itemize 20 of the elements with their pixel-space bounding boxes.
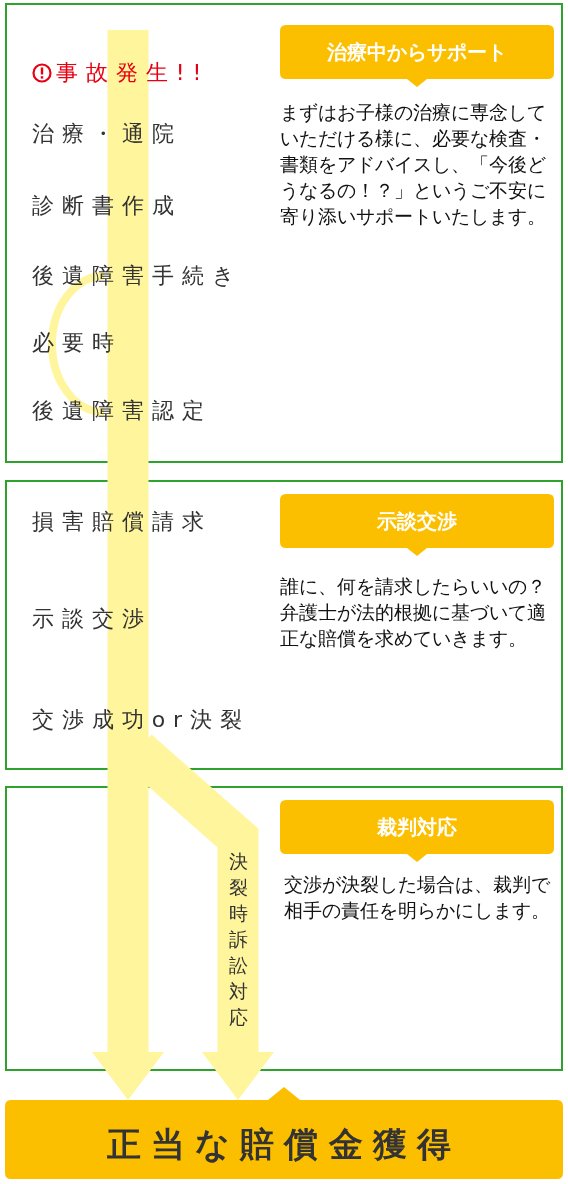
step-label: 事故発生!! [56, 59, 210, 87]
step-label: 治療・通院 [32, 120, 182, 148]
panel-box [5, 3, 563, 463]
result-box: 正当な賠償金獲得 [5, 1087, 563, 1179]
callout-box: 示談交渉 [280, 494, 554, 556]
step-label: 示談交渉 [32, 605, 152, 633]
description-text: 誰に、何を請求したらいいの？弁護士が法的根拠に基づいて適正な賠償を求めていきます。 [280, 575, 547, 651]
arrow [92, 30, 164, 1100]
step-label: 損害賠償請求 [32, 508, 212, 536]
callout-box: 治療中からサポート [280, 25, 554, 87]
step-label: 交渉成功or決裂 [32, 706, 250, 734]
panel-box [5, 480, 563, 770]
step-label: 診断書作成 [32, 192, 182, 220]
step-label: 必要時 [32, 329, 122, 357]
description-text: まずはお子様の治療に専念していただける様に、必要な検査・書類をアドバイスし、「今後どうなるの！？」というご不安に寄り添いサポートいたします。 [280, 101, 547, 229]
step-label: 後遺障害手続き [32, 262, 243, 290]
callout-box: 裁判対応 [280, 800, 554, 862]
panel-box [5, 786, 563, 1071]
step-label: 後遺障害認定 [32, 397, 212, 425]
description-text: 交渉が決裂した場合は、裁判で相手の責任を明らかにします。 [284, 873, 551, 923]
